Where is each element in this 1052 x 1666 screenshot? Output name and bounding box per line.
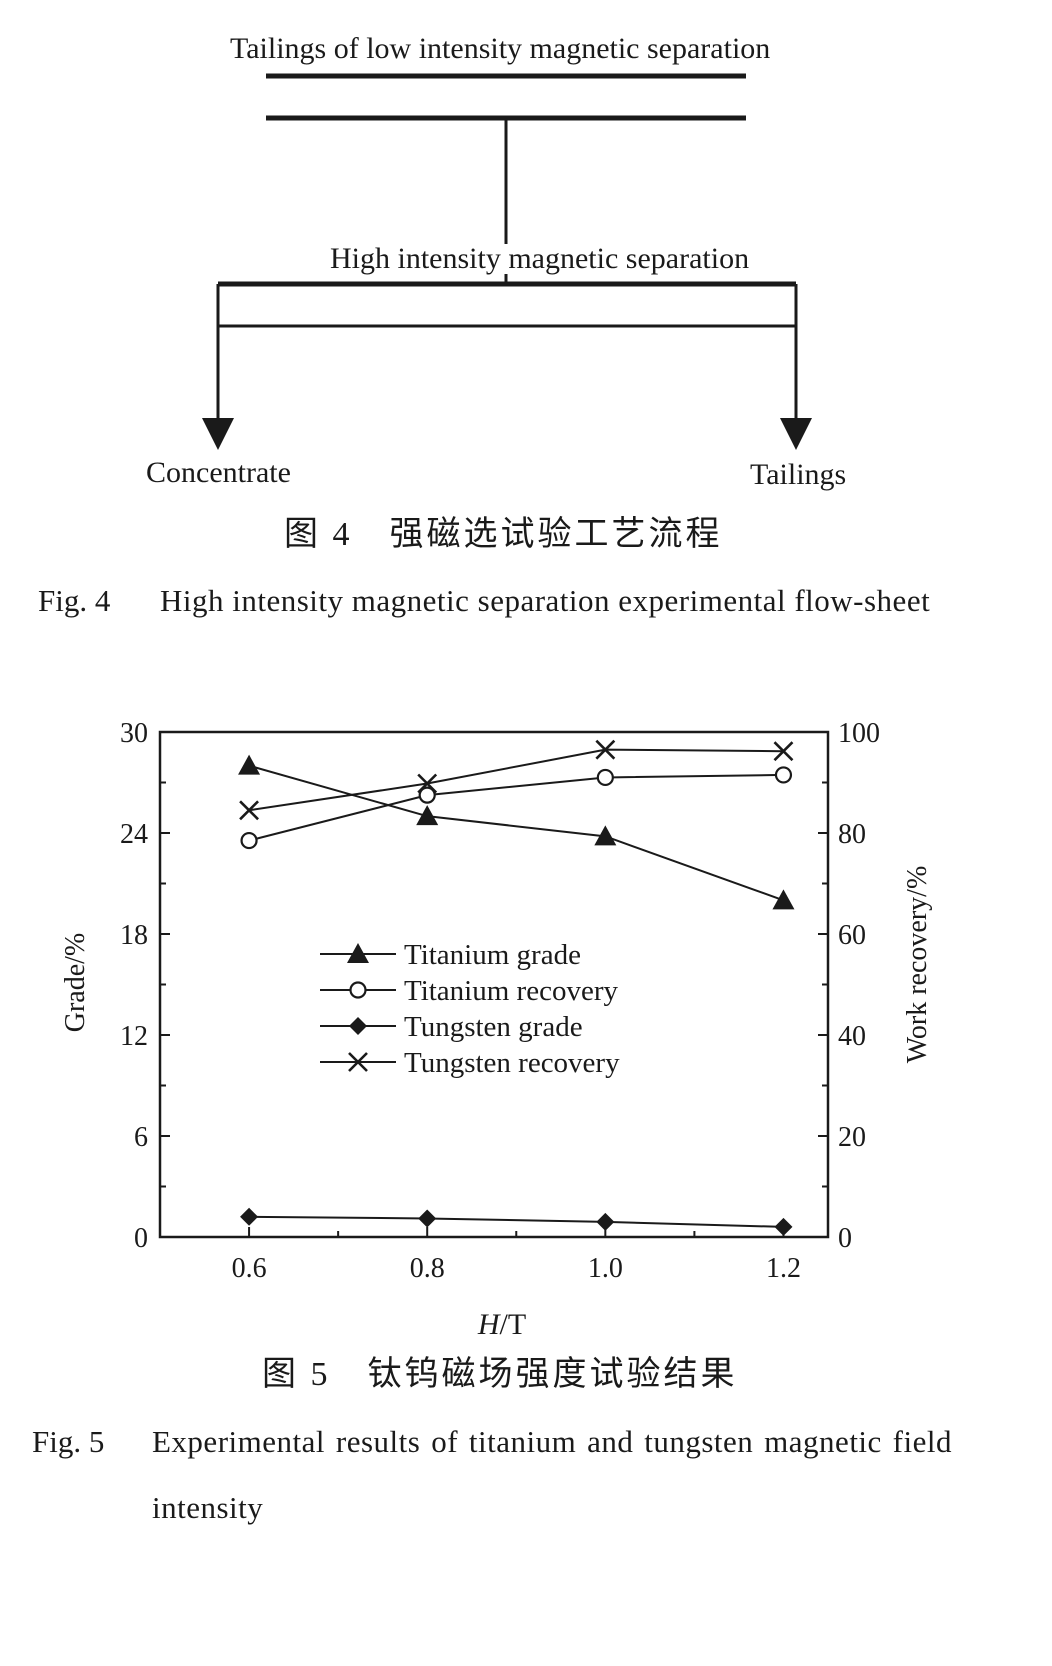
fig5-caption-cn: 图 5 钛钨磁场强度试验结果 bbox=[262, 1356, 738, 1393]
fig5-caption-number: Fig. 5 bbox=[32, 1424, 105, 1459]
fig4-caption-number: Fig. 4 bbox=[38, 583, 111, 618]
fig5-caption-en: Experimental results of titanium and tun… bbox=[152, 1424, 952, 1525]
titanium-recovery-marker bbox=[418, 786, 436, 804]
flow-top-label: Tailings of low intensity magnetic separ… bbox=[230, 32, 771, 65]
titanium-grade-line bbox=[248, 764, 784, 902]
y-left-tick-label: 12 bbox=[120, 1021, 148, 1052]
y-left-tick-label: 24 bbox=[120, 819, 148, 850]
y-left-tick-label: 0 bbox=[134, 1223, 148, 1254]
y-left-tick-label: 6 bbox=[134, 1122, 148, 1153]
legend-marker-tungsten-grade bbox=[349, 1017, 367, 1035]
x-axis-title-symbol: H bbox=[477, 1308, 502, 1341]
x-tick-label: 1.0 bbox=[588, 1253, 623, 1284]
flow-tailings-label: Tailings bbox=[750, 458, 847, 491]
y-right-tick-label: 100 bbox=[838, 718, 880, 749]
legend-marker-titanium-recovery bbox=[349, 981, 367, 999]
legend-marker-tungsten-recovery bbox=[348, 1052, 368, 1072]
titanium-grade-marker bbox=[772, 889, 795, 910]
concentrate-arrow-icon bbox=[202, 418, 234, 450]
x-tick-label: 1.2 bbox=[766, 1253, 801, 1284]
y-right-tick-label: 20 bbox=[838, 1122, 866, 1153]
x-axis-title-unit: /T bbox=[500, 1308, 527, 1341]
y-left-axis-title: Grade/% bbox=[60, 933, 91, 1033]
fig4-caption-en: High intensity magnetic separation exper… bbox=[160, 583, 931, 618]
titanium-grade-marker bbox=[238, 754, 261, 775]
tungsten-recovery-marker bbox=[239, 800, 259, 821]
tungsten-recovery-marker bbox=[773, 741, 794, 762]
titanium-recovery-marker bbox=[774, 766, 793, 784]
magnetic-field-chart: 0 6 12 18 24 30 0 20 40 60 80 100 0.6 0.8 1.0 1.2H/T Gra… bbox=[60, 718, 933, 1341]
y-right-tick-label: 0 bbox=[838, 1223, 852, 1254]
legend-label-tungsten-recovery: Tungsten recovery bbox=[404, 1047, 620, 1079]
y-left-tick-label: 30 bbox=[120, 718, 148, 749]
tungsten-grade-marker bbox=[240, 1207, 259, 1226]
titanium-grade-marker bbox=[594, 825, 617, 846]
x-axis-title: H/T bbox=[477, 1308, 526, 1341]
titanium-grade-marker bbox=[416, 805, 439, 826]
y-right-tick-label: 60 bbox=[838, 920, 866, 951]
y-right-tick-label: 40 bbox=[838, 1021, 866, 1052]
flow-mid-label: High intensity magnetic separation bbox=[328, 242, 752, 275]
legend-label-titanium-grade: Titanium grade bbox=[404, 939, 581, 971]
tailings-arrow-icon bbox=[780, 418, 812, 450]
x-tick-label: 0.8 bbox=[410, 1253, 445, 1284]
tungsten-grade-marker bbox=[418, 1209, 437, 1228]
flow-concentrate-label: Concentrate bbox=[146, 456, 291, 489]
y-right-axis-title: Work recovery/% bbox=[902, 866, 933, 1064]
y-left-tick-label: 18 bbox=[120, 920, 148, 951]
tungsten-grade-marker bbox=[596, 1212, 615, 1231]
titanium-recovery-marker bbox=[240, 831, 258, 850]
fig4-caption-cn: 图 4 强磁选试验工艺流程 bbox=[284, 516, 723, 553]
flowsheet-diagram bbox=[202, 73, 812, 450]
tungsten-grade-marker bbox=[774, 1217, 793, 1236]
legend-marker-titanium-grade bbox=[347, 943, 369, 963]
tungsten-recovery-marker bbox=[417, 773, 438, 794]
titanium-recovery-line bbox=[248, 773, 784, 842]
legend-label-titanium-recovery: Titanium recovery bbox=[404, 975, 618, 1007]
y-right-tick-label: 80 bbox=[838, 819, 866, 850]
titanium-recovery-marker bbox=[596, 768, 614, 787]
tungsten-recovery-line bbox=[248, 748, 784, 812]
x-tick-label: 0.6 bbox=[232, 1253, 267, 1284]
tungsten-recovery-marker bbox=[595, 739, 616, 760]
legend-label-tungsten-grade: Tungsten grade bbox=[404, 1011, 583, 1043]
tungsten-grade-line bbox=[249, 1215, 784, 1228]
